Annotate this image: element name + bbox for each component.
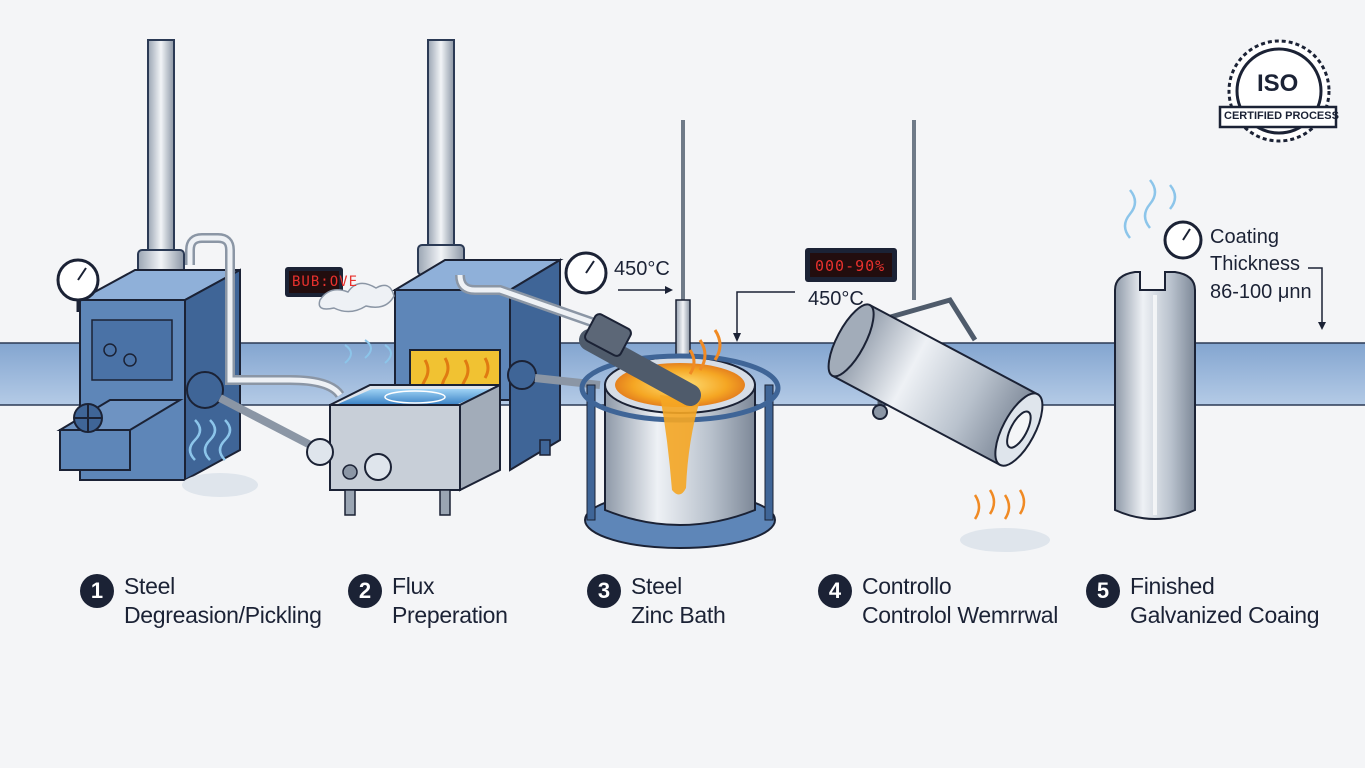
flux-tank xyxy=(306,39,602,516)
callout-line-temp xyxy=(733,291,795,342)
step-number-badge: 4 xyxy=(818,574,852,608)
digital-display-2 xyxy=(805,248,897,282)
temperature-gauge-icon xyxy=(564,251,673,295)
step-label-line1: Flux xyxy=(392,573,435,599)
step-label-line2: Preperation xyxy=(392,602,508,628)
pressure-gauge-icon xyxy=(56,258,100,312)
step-5: 5 Finished Galvanized Coaing xyxy=(1086,572,1320,630)
temp-gauge-label: 450°C xyxy=(614,258,670,280)
step-label-line2: Controlol Wemrrwal xyxy=(862,602,1059,628)
temp-display-label: 450°C xyxy=(808,288,864,310)
step-number-badge: 5 xyxy=(1086,574,1120,608)
step-number-badge: 3 xyxy=(587,574,621,608)
degreasing-machine xyxy=(56,39,345,497)
step-label-line1: Controllo xyxy=(862,573,952,599)
step-label-line1: Steel xyxy=(631,573,682,599)
step-label-line2: Degreasion/Pickling xyxy=(124,602,322,628)
step-label-line1: Finished xyxy=(1130,573,1215,599)
iso-certified-badge xyxy=(1218,39,1338,143)
step-label-line2: Galvanized Coaing xyxy=(1130,602,1320,628)
coating-callout xyxy=(1308,267,1326,330)
step-4: 4 Controllo Controlol Wemrrwal xyxy=(818,572,1058,630)
finished-galvanized-pipe xyxy=(1114,179,1196,520)
step-2: 2 Flux Preperation xyxy=(348,572,508,630)
digital-display-1 xyxy=(285,267,343,297)
step-label-line2: Zinc Bath xyxy=(631,602,726,628)
coating-label-line3: 86-100 μnn xyxy=(1210,281,1312,303)
coating-label-line1: Coating xyxy=(1210,226,1279,248)
coating-label-line2: Thickness xyxy=(1210,253,1301,275)
display-readout-1: BUB:OVE xyxy=(292,274,359,290)
zinc-kettle xyxy=(579,120,781,549)
badge-top-text: ISO xyxy=(1257,70,1299,97)
step-label-line1: Steel xyxy=(124,573,175,599)
step-3: 3 Steel Zinc Bath xyxy=(587,572,726,630)
coating-gauge-icon xyxy=(1163,220,1203,260)
step-number-badge: 2 xyxy=(348,574,382,608)
display-readout-2: 000-90% xyxy=(815,257,886,275)
step-1: 1 Steel Degreasion/Pickling xyxy=(80,572,322,630)
withdrawal-cylinder xyxy=(827,120,1050,552)
step-number-badge: 1 xyxy=(80,574,114,608)
badge-bottom-text: CERTIFIED PROCESS xyxy=(1224,110,1339,122)
